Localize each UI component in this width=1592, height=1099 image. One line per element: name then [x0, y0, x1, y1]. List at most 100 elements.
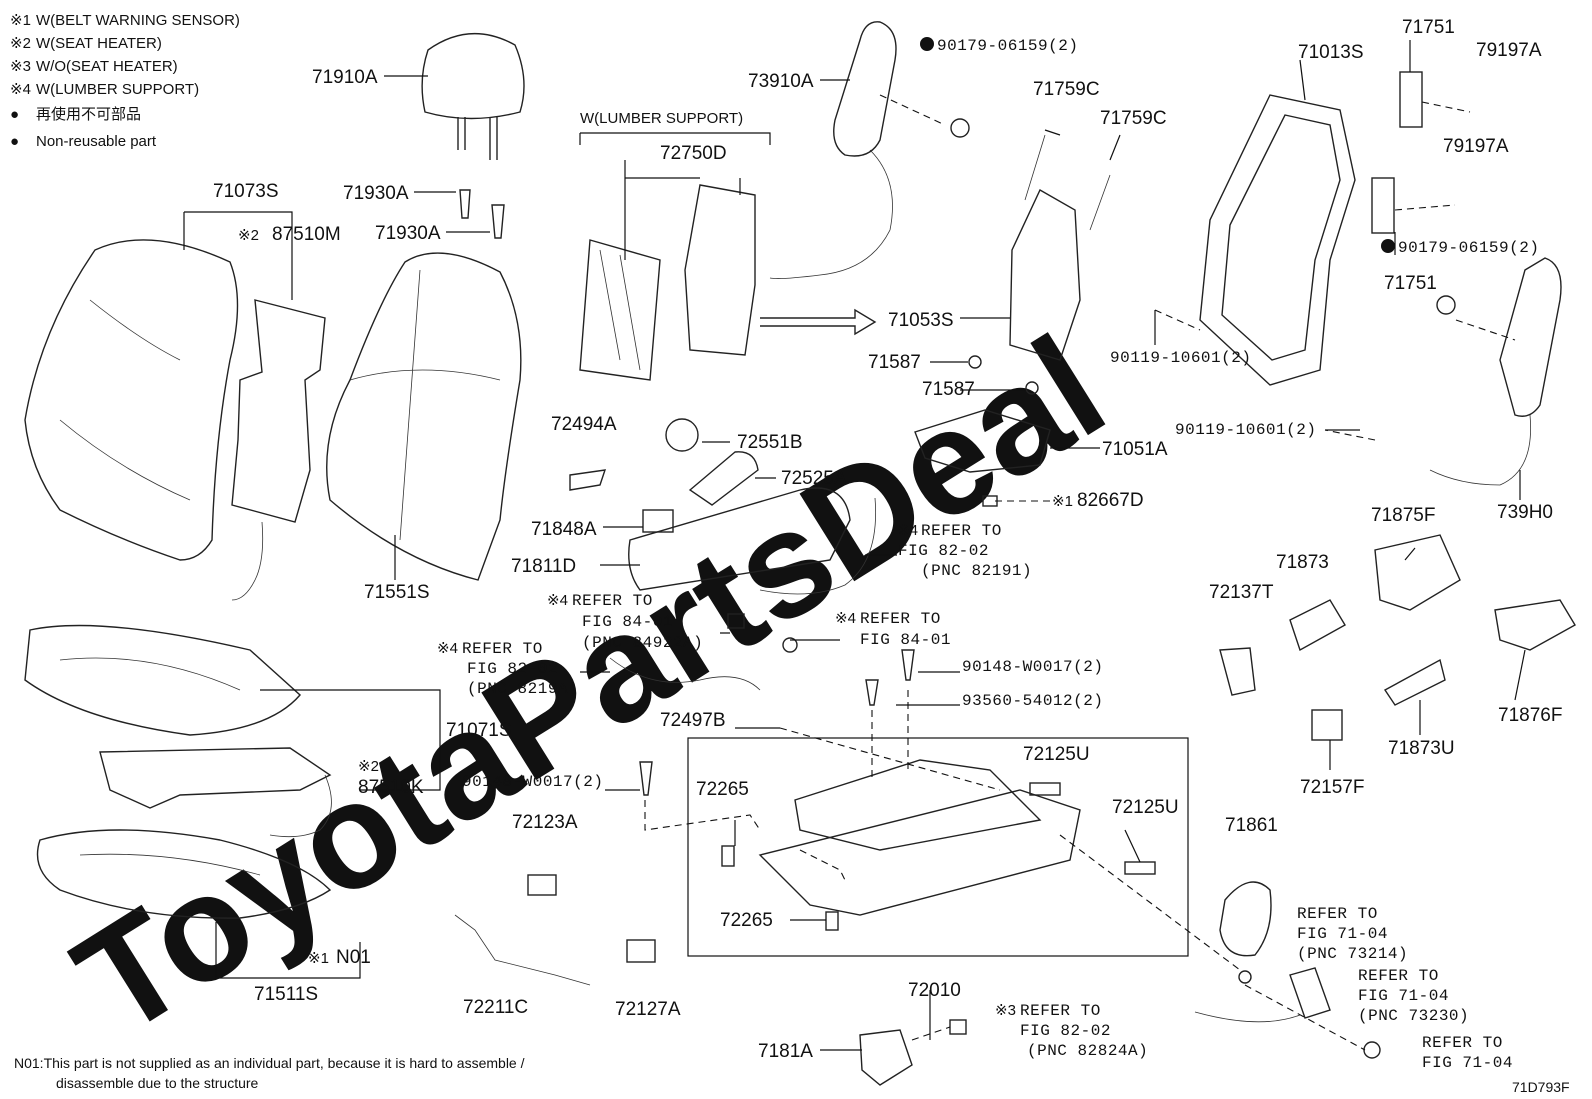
label-71848a[interactable]: 71848A	[531, 519, 597, 540]
figure-code: 71D793F	[1512, 1079, 1570, 1095]
label-739h0[interactable]: 739H0	[1497, 502, 1553, 523]
label-72750d[interactable]: 72750D	[660, 143, 727, 164]
label-71587-1[interactable]: 71587	[868, 352, 921, 373]
ref8-line1[interactable]: REFER TO	[1422, 1034, 1503, 1052]
label-72494a[interactable]: 72494A	[551, 414, 617, 435]
mark-87510k: ※2	[358, 758, 379, 775]
ref3-line1[interactable]: REFER TO	[860, 610, 941, 628]
label-72137t[interactable]: 72137T	[1209, 582, 1274, 603]
label-73910a[interactable]: 73910A	[748, 71, 814, 92]
label-71759c-1[interactable]: 71759C	[1033, 79, 1100, 100]
label-72211c[interactable]: 72211C	[463, 997, 528, 1018]
label-72125u-1[interactable]: 72125U	[1023, 744, 1090, 765]
ref2-line3[interactable]: (PNC 84922A)	[582, 634, 703, 652]
ref4-line1[interactable]: REFER TO	[462, 640, 543, 658]
label-72265-2[interactable]: 72265	[720, 910, 773, 931]
ref2-line1[interactable]: REFER TO	[572, 592, 653, 610]
seatback-cover-shape	[24, 239, 239, 561]
ref3-line2[interactable]: FIG 84-01	[860, 631, 951, 649]
ref5-line2[interactable]: FIG 82-02	[1020, 1022, 1111, 1040]
label-72127a[interactable]: 72127A	[615, 999, 681, 1020]
lumbar-support-shape	[579, 184, 756, 381]
ref6-line3[interactable]: (PNC 73214)	[1297, 945, 1408, 963]
ref2-line2[interactable]: FIG 84-01	[582, 613, 673, 631]
label-71071s[interactable]: 71071S	[446, 720, 512, 741]
ref5-line3[interactable]: (PNC 82824A)	[1027, 1042, 1148, 1060]
label-72010[interactable]: 72010	[908, 980, 961, 1001]
label-72551b[interactable]: 72551B	[737, 432, 803, 453]
label-90179-right[interactable]: 90179-06159(2)	[1398, 239, 1539, 257]
label-93560[interactable]: 93560-54012(2)	[962, 692, 1103, 710]
part-labels: 71910A 71930A 71930A 71073S ※2 87510M 71…	[213, 17, 1562, 1062]
adjuster-71051a-shape	[914, 409, 1051, 473]
label-n01[interactable]: N01	[336, 947, 371, 968]
label-72265-1[interactable]: 72265	[696, 779, 749, 800]
cushion-heater-shape	[99, 747, 332, 809]
legend-text-3: W/O(SEAT HEATER)	[36, 58, 178, 75]
ref6-line2[interactable]: FIG 71-04	[1297, 925, 1388, 943]
ref1-line2[interactable]: FIG 82-02	[898, 542, 989, 560]
label-90148-top[interactable]: 90148-W0017(2)	[962, 658, 1103, 676]
lumbar-bracket-shape	[569, 469, 607, 491]
label-90179-top[interactable]: 90179-06159(2)	[937, 37, 1078, 55]
label-71587-2[interactable]: 71587	[922, 379, 975, 400]
cover-71875f-shape	[1374, 534, 1461, 611]
label-71930a-1[interactable]: 71930A	[343, 183, 409, 204]
label-71013s[interactable]: 71013S	[1298, 42, 1364, 63]
nonreusable-marker-2	[1381, 239, 1395, 253]
side-airbag-shape	[769, 21, 897, 279]
label-72157f[interactable]: 72157F	[1300, 777, 1364, 798]
legend-mark-3: ※3	[10, 58, 31, 75]
seat-cushion-pad-shape	[36, 829, 332, 919]
seat-track-box	[687, 737, 1189, 957]
clip-72123a	[527, 874, 557, 896]
label-72125u-2[interactable]: 72125U	[1112, 797, 1179, 818]
ref8-line2[interactable]: FIG 71-04	[1422, 1054, 1513, 1072]
label-71873u[interactable]: 71873U	[1388, 738, 1455, 759]
ref5-line1[interactable]: REFER TO	[1020, 1002, 1101, 1020]
label-72123a[interactable]: 72123A	[512, 812, 578, 833]
label-87510k[interactable]: 87510K	[358, 777, 424, 798]
label-71811d[interactable]: 71811D	[511, 556, 576, 577]
label-71873[interactable]: 71873	[1276, 552, 1329, 573]
legend-text-6: Non-reusable part	[36, 133, 157, 150]
label-72525a[interactable]: 72525A	[781, 468, 847, 489]
label-79197a-1[interactable]: 79197A	[1476, 40, 1542, 61]
ref1-line3[interactable]: (PNC 82191)	[921, 562, 1032, 580]
label-71759c-2[interactable]: 71759C	[1100, 108, 1167, 129]
nut-shape-top	[950, 118, 970, 138]
label-90119-2[interactable]: 90119-10601(2)	[1175, 421, 1316, 439]
label-71876f[interactable]: 71876F	[1498, 705, 1562, 726]
label-71053s[interactable]: 71053S	[888, 310, 954, 331]
label-71751-1[interactable]: 71751	[1402, 17, 1455, 38]
label-71861[interactable]: 71861	[1225, 815, 1278, 836]
label-71051a[interactable]: 71051A	[1102, 439, 1168, 460]
ref7-line1[interactable]: REFER TO	[1358, 967, 1439, 985]
label-71751-2[interactable]: 71751	[1384, 273, 1437, 294]
label-79197a-2[interactable]: 79197A	[1443, 136, 1509, 157]
label-71875f[interactable]: 71875F	[1371, 505, 1435, 526]
label-71910a[interactable]: 71910A	[312, 67, 378, 88]
nut-71587-1	[968, 355, 982, 369]
label-71551s[interactable]: 71551S	[364, 582, 430, 603]
label-90119-1[interactable]: 90119-10601(2)	[1110, 349, 1251, 367]
label-71930a-2[interactable]: 71930A	[375, 223, 441, 244]
label-71073s[interactable]: 71073S	[213, 181, 279, 202]
ref6-line1[interactable]: REFER TO	[1297, 905, 1378, 923]
ref4-line3[interactable]: (PNC 8219A)	[467, 680, 578, 698]
label-72497b[interactable]: 72497B	[660, 710, 726, 731]
ref1-line1[interactable]: REFER TO	[921, 522, 1002, 540]
seatback-pad-shape	[326, 252, 522, 581]
label-71511s[interactable]: 71511S	[254, 984, 318, 1005]
ref7-line3[interactable]: (PNC 73230)	[1358, 1007, 1469, 1025]
seat-track-shape	[758, 759, 1081, 916]
label-90148-left[interactable]: 90148-W0017(2)	[462, 773, 603, 791]
label-87510m[interactable]: 87510M	[272, 224, 341, 245]
ref7-line2[interactable]: FIG 71-04	[1358, 987, 1449, 1005]
cover-72157f-shape	[1311, 709, 1343, 741]
ref4-line2[interactable]: FIG 82-02	[467, 660, 558, 678]
connector-84922a-shape	[727, 613, 745, 629]
label-7181a[interactable]: 7181A	[758, 1041, 813, 1062]
label-82667d[interactable]: 82667D	[1077, 490, 1144, 511]
